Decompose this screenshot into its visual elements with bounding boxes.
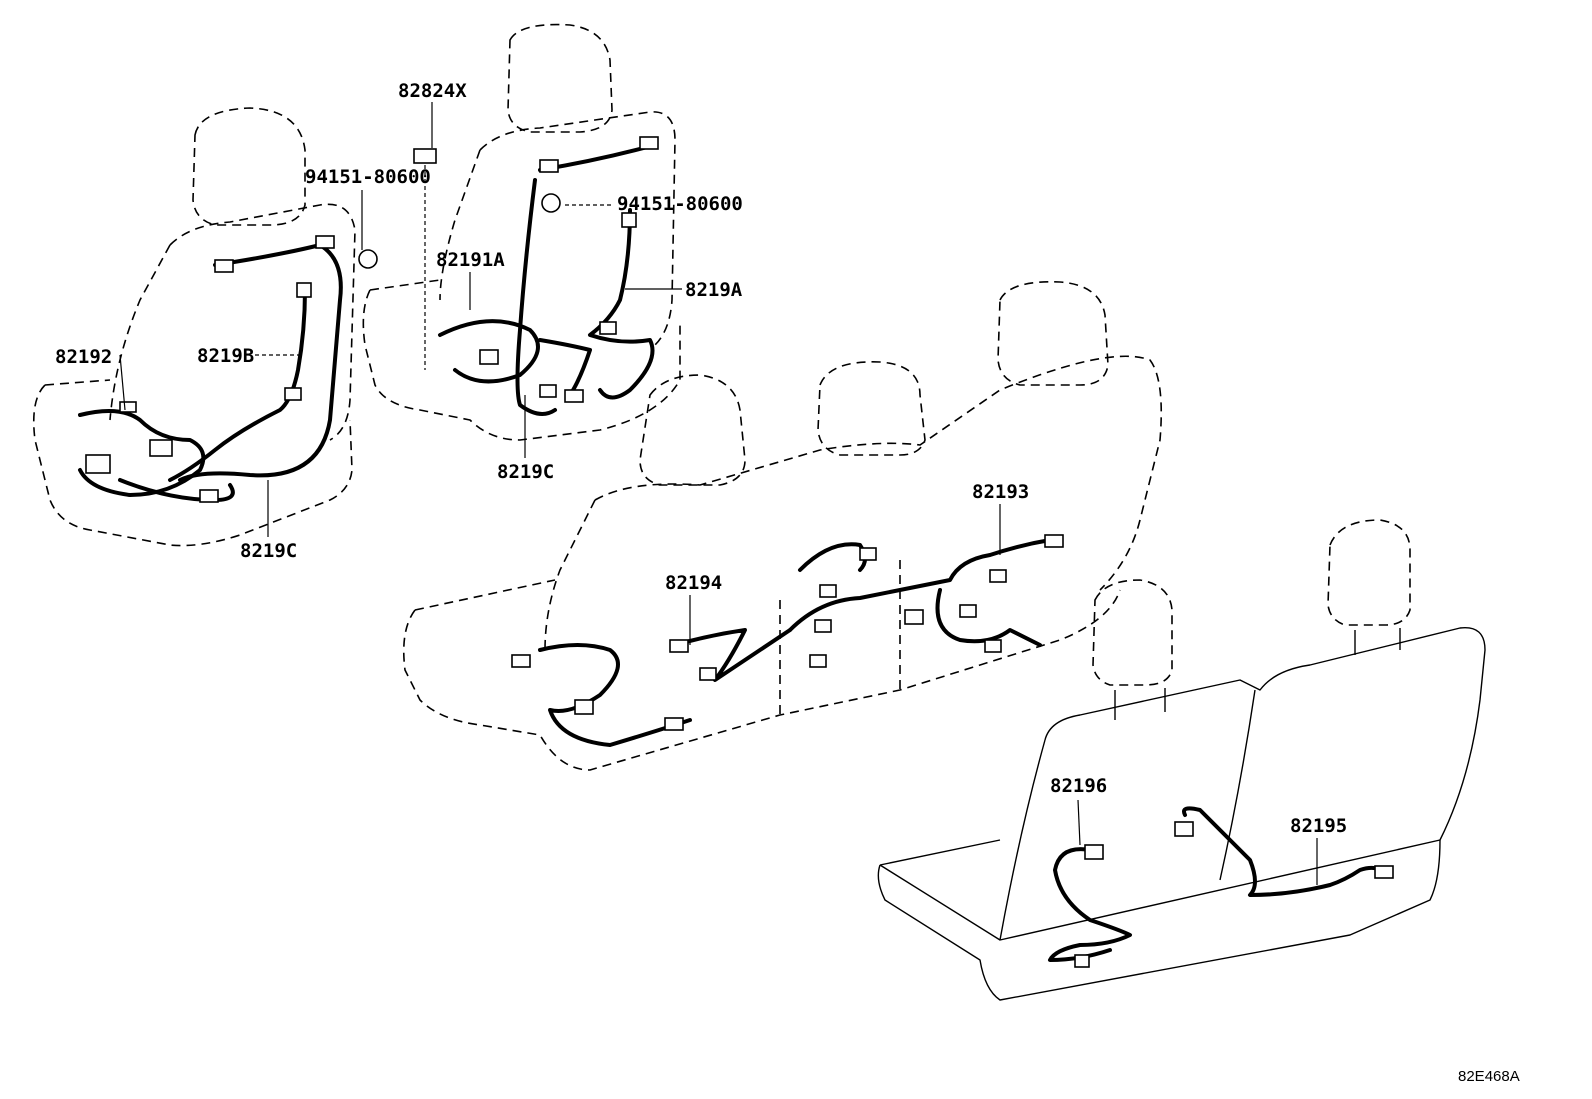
right-front-seat — [362, 23, 681, 441]
label-8219C-left: 8219C — [240, 540, 297, 562]
middle-bench-seat — [402, 281, 1162, 771]
harness-82191A — [438, 319, 540, 384]
harness-82195 — [1182, 806, 1387, 897]
label-82824X: 82824X — [398, 80, 467, 102]
diagram-code: 82E468A — [1458, 1068, 1520, 1085]
clip-94151-left — [358, 249, 378, 269]
label-82195: 82195 — [1290, 815, 1347, 837]
label-8219A: 8219A — [685, 279, 743, 301]
harness-82192 — [78, 409, 206, 497]
part-labels: 82824X 94151-80600 94151-80600 82191A 82… — [55, 80, 1520, 1085]
harness-82194 — [538, 628, 792, 747]
label-94151-80600-right: 94151-80600 — [617, 193, 743, 215]
left-front-seat — [32, 107, 378, 547]
label-82196: 82196 — [1050, 775, 1107, 797]
label-8219B: 8219B — [197, 345, 254, 367]
rear-bench-seat — [877, 519, 1486, 1001]
leader-lines — [119, 102, 1318, 885]
label-8219C-top: 8219C — [497, 461, 554, 483]
label-82193: 82193 — [972, 481, 1029, 503]
label-94151-80600-left: 94151-80600 — [305, 166, 431, 188]
label-82192: 82192 — [55, 346, 112, 368]
harness-8219A — [538, 143, 657, 400]
label-82191A: 82191A — [436, 249, 505, 271]
harness-82196 — [1048, 847, 1132, 962]
part-82824X — [413, 148, 437, 164]
clip-94151-right — [541, 193, 561, 213]
label-82194: 82194 — [665, 572, 722, 594]
